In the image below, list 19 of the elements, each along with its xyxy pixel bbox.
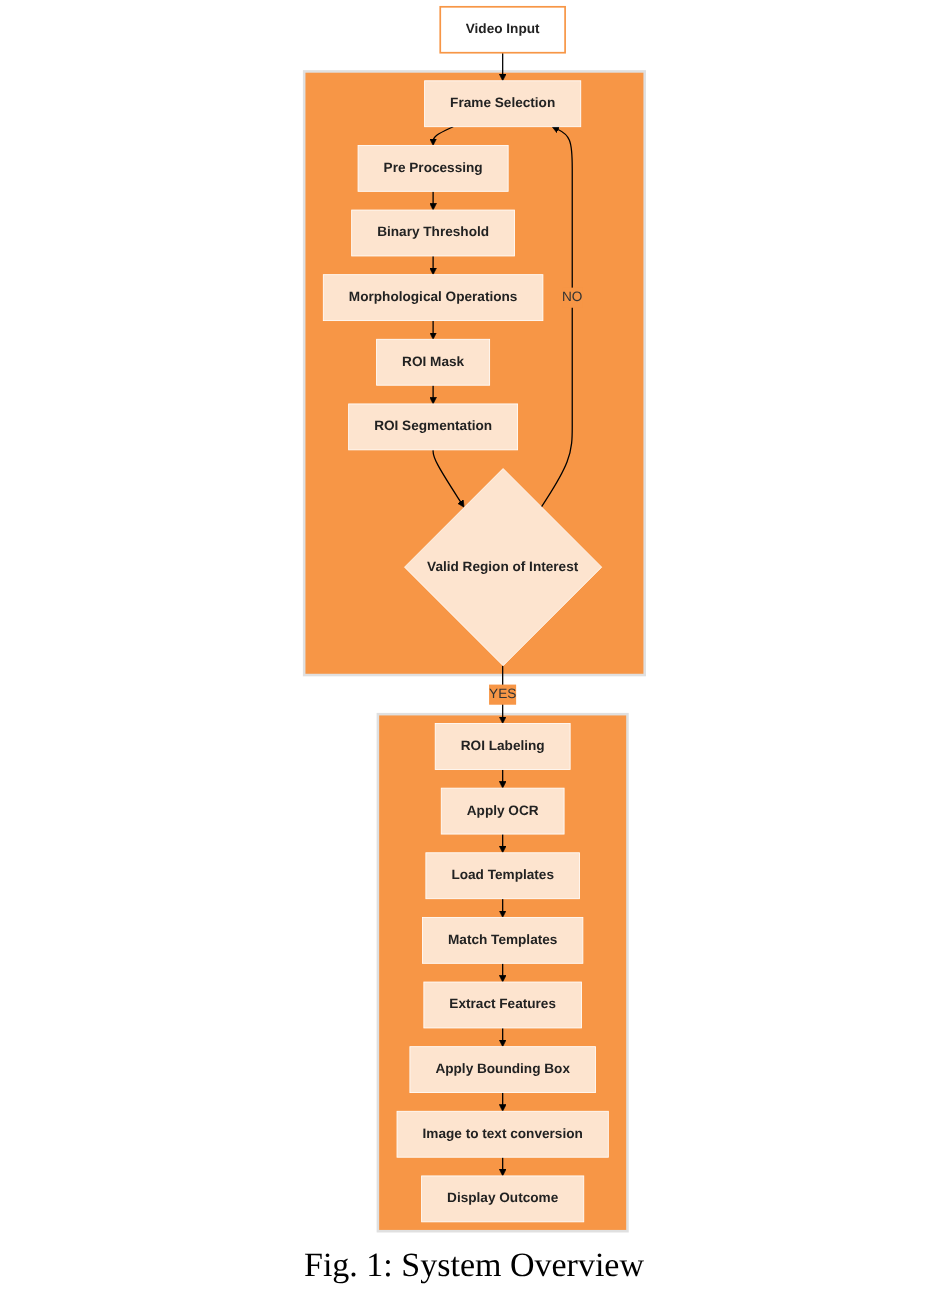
arrow	[498, 1091, 506, 1112]
arrow	[498, 1156, 506, 1177]
arrow	[498, 768, 506, 789]
arrow	[498, 962, 506, 983]
figure-caption: Fig. 1: System Overview	[304, 1244, 644, 1288]
cluster	[302, 70, 646, 677]
arrow	[428, 126, 454, 146]
arrow	[498, 898, 506, 918]
cluster	[376, 712, 629, 1233]
arrow	[428, 190, 437, 211]
arrow	[432, 449, 464, 508]
arrow	[498, 833, 506, 854]
arrow	[428, 319, 437, 340]
arrow	[428, 255, 437, 275]
arrow	[498, 665, 506, 724]
arrow	[498, 1027, 506, 1047]
arrow	[428, 384, 437, 405]
arrow	[540, 126, 573, 508]
arrow	[498, 52, 506, 82]
